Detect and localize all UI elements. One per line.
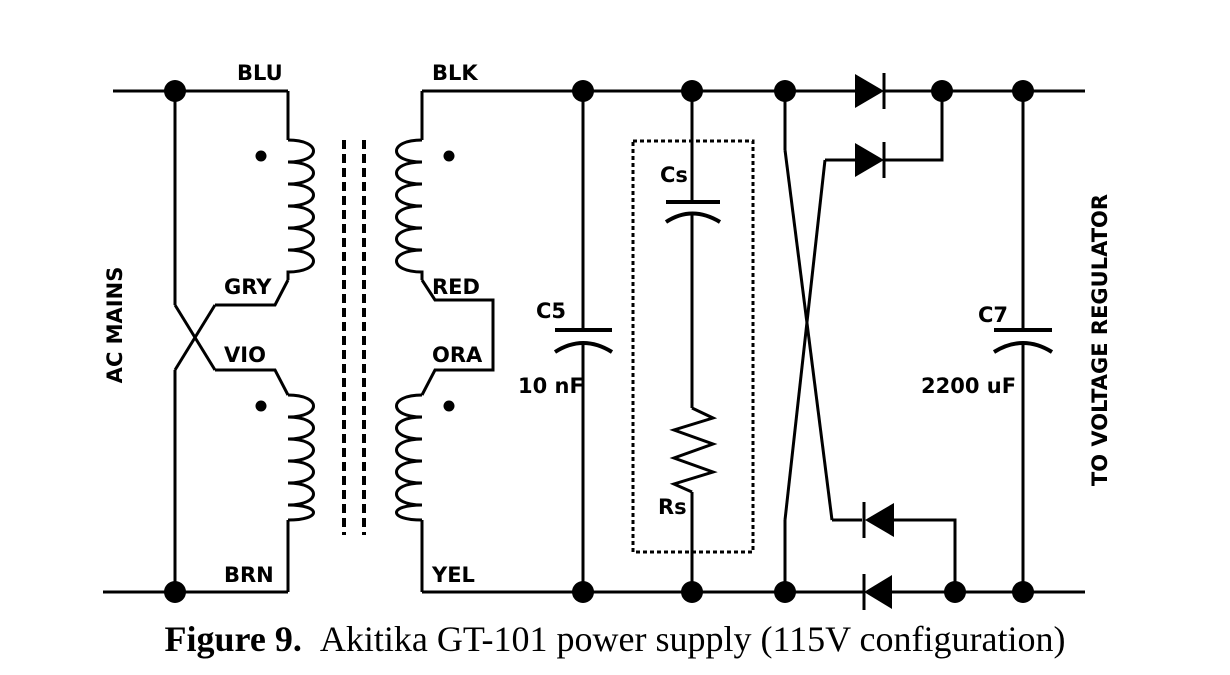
wire-label-vio: VIO (224, 343, 266, 367)
secondary-coil-top (395, 138, 424, 280)
capacitor-c5 (553, 91, 614, 592)
primary-wiring (173, 91, 290, 592)
figure-caption: Figure 9. Akitika GT-101 power supply (1… (0, 618, 1230, 660)
c7-value-label: 2200 uF (921, 374, 1016, 398)
diode-d3 (862, 502, 894, 538)
c7-name-label: C7 (978, 303, 1008, 327)
wire-label-blu: BLU (237, 61, 283, 85)
wire-label-red: RED (432, 275, 480, 299)
figure-caption-text: Akitika GT-101 power supply (115V config… (319, 619, 1066, 659)
polarity-dots (255, 150, 455, 412)
rectifier-wiring (783, 91, 957, 592)
diode-d1 (855, 73, 886, 109)
ac-mains-label: AC MAINS (103, 267, 127, 384)
primary-coil-top (286, 138, 315, 280)
junction-nodes (164, 80, 1034, 603)
cs-name-label: Cs (660, 163, 688, 187)
capacitor-cs (664, 91, 722, 408)
transformer-core (342, 140, 366, 535)
c5-name-label: C5 (536, 299, 566, 323)
secondary-wiring (420, 91, 495, 592)
diode-d2 (855, 142, 886, 178)
rs-name-label: Rs (658, 495, 687, 519)
capacitor-c7 (992, 91, 1054, 592)
wire-label-ora: ORA (432, 343, 483, 367)
c5-value-label: 10 nF (518, 374, 584, 398)
resistor-rs (669, 406, 718, 592)
wire-label-blk: BLK (432, 61, 478, 85)
secondary-coil-bottom (395, 393, 423, 522)
wire-label-gry: GRY (224, 275, 272, 299)
to-voltage-regulator-label: TO VOLTAGE REGULATOR (1088, 194, 1112, 486)
wire-label-yel: YEL (431, 563, 475, 587)
primary-coil-bottom (287, 393, 315, 522)
figure-number: Figure 9. (164, 619, 302, 659)
diode-d4 (862, 574, 892, 610)
wire-label-brn: BRN (224, 563, 274, 587)
